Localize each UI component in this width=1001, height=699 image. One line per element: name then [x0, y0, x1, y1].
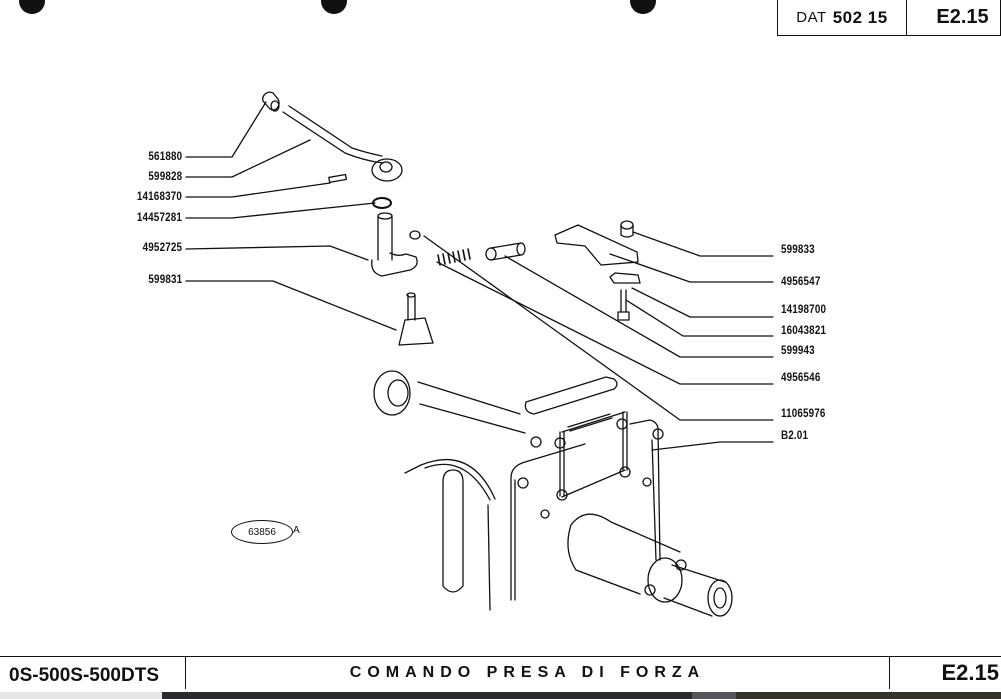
figure-id-badge: 63856	[231, 520, 293, 544]
part-number-label: 599828	[148, 169, 182, 183]
model-list: 0S-500S-500DTS	[0, 657, 186, 689]
part-number-label: B2.01	[781, 428, 809, 442]
lever-shaft	[371, 212, 418, 277]
header-page-code: E2.15	[936, 6, 989, 28]
dat-number: 502 15	[832, 7, 888, 27]
transmission-housing	[404, 376, 733, 617]
part-number-label: 14198700	[781, 302, 827, 316]
small-plate	[609, 272, 641, 284]
shift-fork-foot	[398, 292, 434, 346]
bushing	[620, 220, 634, 238]
gear-shaft	[373, 370, 526, 434]
page-footer: 0S-500S-500DTS COMANDO PRESA DI FORZA E2…	[0, 656, 1001, 689]
bolt	[617, 289, 630, 321]
footer-page-code: E2.15	[889, 657, 1001, 689]
part-number-label: 14457281	[136, 210, 182, 224]
bottom-edge-segment	[0, 692, 162, 699]
bottom-edge-strip	[0, 692, 1001, 699]
part-number-label: 4956546	[781, 370, 821, 384]
part-number-label: 599833	[781, 242, 815, 256]
part-number-label: 11065976	[781, 406, 826, 420]
binder-hole	[19, 0, 45, 14]
part-number-label: 561880	[148, 149, 182, 163]
part-number-label: 16043821	[781, 323, 827, 337]
binder-hole	[321, 0, 347, 14]
bottom-edge-segment	[692, 692, 736, 699]
pin	[328, 173, 348, 183]
leader-lines-left	[185, 101, 397, 331]
sleeve	[485, 242, 526, 261]
part-number-label: 599831	[148, 272, 182, 286]
dat-prefix: DAT	[796, 9, 827, 26]
spring	[437, 248, 471, 266]
part-number-label: 4952725	[142, 240, 182, 254]
part-number-label: 599943	[781, 343, 815, 357]
part-number-label: 4956547	[781, 274, 821, 288]
dat-reference: DAT 502 15	[778, 0, 907, 35]
binder-hole	[630, 0, 656, 14]
circlip	[409, 230, 421, 240]
needle-bearing	[372, 197, 392, 209]
control-rod	[262, 91, 403, 182]
figure-id-suffix: A	[293, 525, 300, 536]
bottom-edge-segment	[736, 692, 1001, 699]
page-title: COMANDO PRESA DI FORZA	[349, 664, 706, 681]
leader-lines-right	[423, 231, 774, 451]
part-number-label: 14168370	[136, 189, 182, 203]
lock-plate	[554, 224, 639, 266]
